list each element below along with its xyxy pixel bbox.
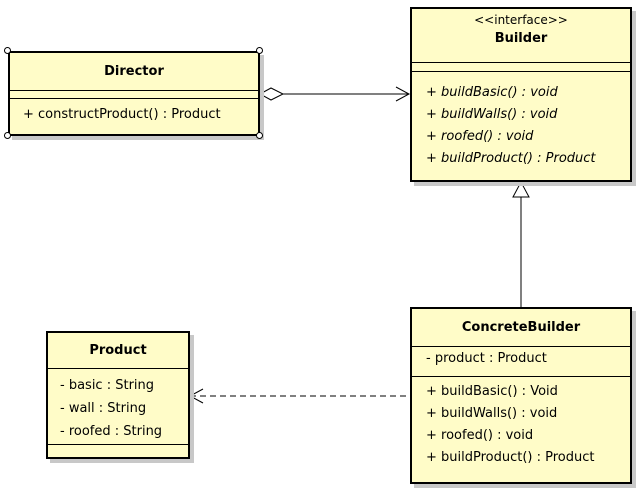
concrete-builder-header: ConcreteBuilder (412, 309, 630, 347)
director-header: Director (10, 53, 258, 91)
aggregation-connector[interactable] (258, 86, 411, 102)
stereotype-label: <<interface>> (474, 13, 568, 27)
attribute[interactable]: - product : Product (426, 351, 547, 366)
realization-connector[interactable] (512, 180, 530, 307)
operation[interactable]: + buildBasic() : Void (426, 384, 558, 399)
class-name: ConcreteBuilder (461, 320, 581, 335)
class-name: Builder (494, 31, 548, 46)
operation[interactable]: + buildProduct() : Product (426, 151, 596, 166)
resize-handle-top-right[interactable] (256, 47, 263, 54)
operation[interactable]: + buildBasic() : void (426, 85, 558, 100)
operation[interactable]: + constructProduct() : Product (23, 107, 221, 122)
builder-interface[interactable]: <<interface>> Builder + buildBasic() : v… (410, 7, 632, 182)
director-operations: + constructProduct() : Product (10, 99, 258, 126)
dependency-connector[interactable] (188, 388, 409, 404)
director-class[interactable]: Director + constructProduct() : Product (8, 51, 260, 136)
operation[interactable]: + buildProduct() : Product (426, 450, 595, 465)
class-name: Product (89, 343, 147, 358)
builder-operations: + buildBasic() : void + buildWalls() : v… (412, 72, 630, 170)
operation[interactable]: + roofed() : void (426, 129, 534, 144)
attribute[interactable]: - wall : String (60, 401, 147, 416)
class-name: Director (104, 64, 164, 79)
attribute[interactable]: - basic : String (60, 378, 155, 393)
attribute[interactable]: - roofed : String (60, 424, 163, 439)
product-class[interactable]: Product - basic : String - wall : String… (46, 331, 190, 459)
product-header: Product (48, 333, 188, 369)
concrete-builder-class[interactable]: ConcreteBuilder - product : Product + bu… (410, 307, 632, 484)
resize-handle-bottom-left[interactable] (4, 132, 11, 139)
product-attributes: - basic : String - wall : String - roofe… (48, 369, 188, 445)
concrete-builder-attributes: - product : Product (412, 347, 630, 377)
operation[interactable]: + buildWalls() : void (426, 406, 558, 421)
concrete-builder-operations: + buildBasic() : Void + buildWalls() : v… (412, 377, 630, 469)
resize-handle-bottom-right[interactable] (256, 132, 263, 139)
director-attributes (10, 91, 258, 99)
operation[interactable]: + roofed() : void (426, 428, 534, 443)
operation[interactable]: + buildWalls() : void (426, 107, 558, 122)
builder-header: <<interface>> Builder (412, 9, 630, 63)
resize-handle-top-left[interactable] (4, 47, 11, 54)
builder-attributes (412, 63, 630, 72)
